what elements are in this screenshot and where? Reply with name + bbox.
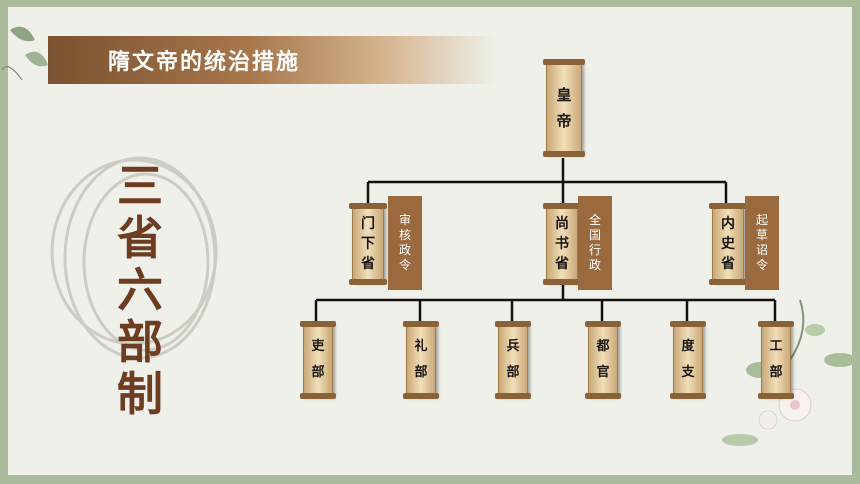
big-title-vertical: 三 省 六 部 制 <box>110 160 170 420</box>
leaf-decoration-top-left <box>1 26 48 81</box>
department-char: 吏 <box>311 339 325 354</box>
duty-char: 审 <box>398 213 411 227</box>
province-char: 省 <box>361 256 375 272</box>
duty-char: 令 <box>398 258 411 272</box>
duty-note-shangshu: 全 国 行 政 <box>578 196 612 290</box>
department-char: 部 <box>506 365 520 380</box>
department-char: 兵 <box>506 339 520 354</box>
province-char: 书 <box>555 236 569 252</box>
duty-char: 国 <box>588 228 601 242</box>
title-banner <box>48 36 498 84</box>
page-title: 隋文帝的统治措施 <box>108 49 301 75</box>
department-char: 都 <box>596 339 610 354</box>
duty-char: 诏 <box>755 243 768 257</box>
department-char: 部 <box>769 365 783 380</box>
department-char: 礼 <box>414 339 428 354</box>
department-char: 官 <box>596 365 610 380</box>
duty-note-menxia: 审 核 政 令 <box>388 196 422 290</box>
duty-char: 政 <box>588 258 601 272</box>
department-char: 部 <box>414 365 428 380</box>
province-char: 省 <box>555 256 569 272</box>
emperor-char: 帝 <box>556 112 572 130</box>
duty-char: 起 <box>755 213 768 227</box>
emperor-char: 皇 <box>556 86 572 104</box>
duty-char: 全 <box>588 213 601 227</box>
department-char: 部 <box>311 365 325 380</box>
big-title-char: 三 <box>117 159 163 213</box>
department-gong: 工 部 <box>758 321 794 399</box>
ink-swirl-decoration <box>50 156 218 360</box>
province-neishi: 内 史 省 <box>709 203 747 285</box>
big-title-char: 制 <box>117 367 163 421</box>
department-bing: 兵 部 <box>495 321 531 399</box>
department-char: 度 <box>681 339 695 354</box>
big-title-char: 部 <box>117 315 163 369</box>
big-title-char: 六 <box>117 263 163 317</box>
duty-char: 政 <box>398 243 411 257</box>
province-char: 史 <box>721 236 735 252</box>
duty-char: 核 <box>398 228 411 242</box>
department-char: 支 <box>681 365 695 380</box>
emperor-scroll: 皇 帝 <box>543 59 585 157</box>
department-li-personnel: 吏 部 <box>300 321 336 399</box>
department-duguan: 都 官 <box>585 321 621 399</box>
department-char: 工 <box>769 339 783 354</box>
province-char: 门 <box>361 216 375 232</box>
department-li-rites: 礼 部 <box>403 321 439 399</box>
province-char: 下 <box>361 236 375 252</box>
duty-note-neishi: 起 草 诏 令 <box>745 196 779 290</box>
duty-char: 行 <box>588 243 601 257</box>
province-shangshu: 尚 书 省 <box>543 203 581 285</box>
big-title-char: 省 <box>117 211 163 265</box>
duty-char: 草 <box>755 228 768 242</box>
province-char: 尚 <box>555 216 569 232</box>
province-char: 省 <box>721 256 735 272</box>
department-duzhi: 度 支 <box>670 321 706 399</box>
province-char: 内 <box>721 216 735 232</box>
duty-char: 令 <box>755 258 768 272</box>
province-menxia: 门 下 省 <box>349 203 387 285</box>
